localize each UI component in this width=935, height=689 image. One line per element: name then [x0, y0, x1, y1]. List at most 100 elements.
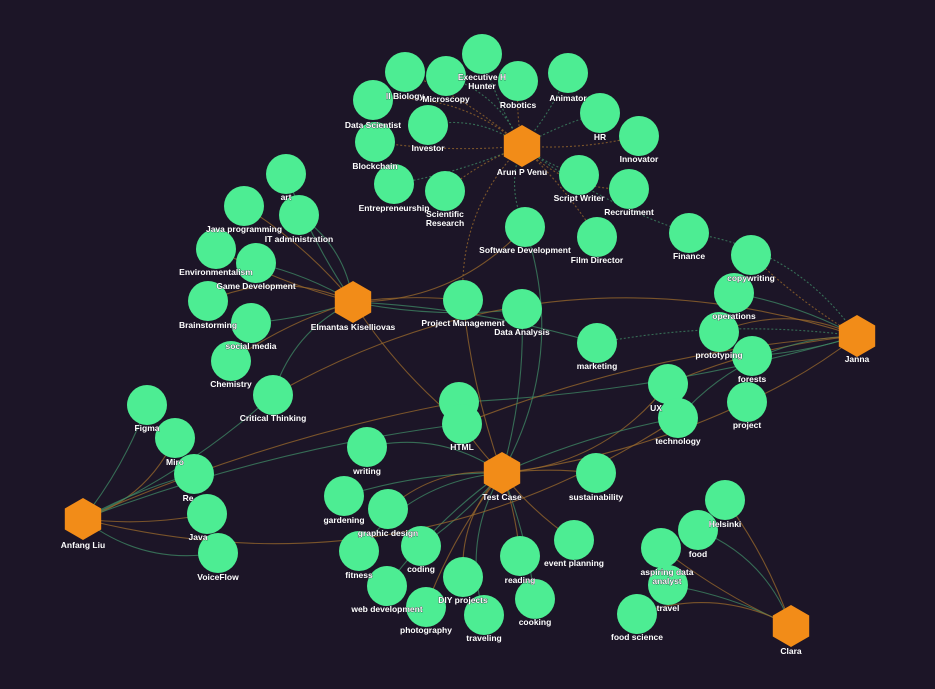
skill-label: marketing: [577, 361, 618, 371]
skill-label: web development: [350, 604, 422, 614]
skill-node-graphic[interactable]: [368, 489, 408, 529]
link-edge: [501, 417, 679, 474]
skill-label: Script Writer: [554, 193, 606, 203]
skill-node-entrepreneurship[interactable]: [374, 164, 414, 204]
skill-label: traveling: [466, 633, 501, 643]
skill-node-java[interactable]: [187, 494, 227, 534]
skill-node-marketing[interactable]: [577, 323, 617, 363]
skill-label: graphic design: [358, 528, 418, 538]
skill-node-chemistry[interactable]: [211, 341, 251, 381]
skill-label: event planning: [544, 558, 604, 568]
skill-node-animator[interactable]: [548, 53, 588, 93]
skill-node-eventplan[interactable]: [554, 520, 594, 560]
skill-label: reading: [505, 575, 536, 585]
skill-node-datasci[interactable]: [353, 80, 393, 120]
skill-node-executive[interactable]: [462, 34, 502, 74]
skill-label: coding: [407, 564, 435, 574]
person-node-clara[interactable]: [772, 605, 810, 647]
person-label: Anfang Liu: [61, 540, 105, 550]
skill-label: DIY projects: [438, 595, 488, 605]
person-node-anfang[interactable]: [64, 498, 102, 540]
skill-node-investor[interactable]: [408, 105, 448, 145]
skill-label: social media: [225, 341, 276, 351]
skill-node-ux[interactable]: [648, 364, 688, 404]
skill-node-scriptwriter[interactable]: [559, 155, 599, 195]
skill-label: aspiring data: [641, 567, 694, 577]
skill-node-food[interactable]: [678, 510, 718, 550]
skill-label: IT administration: [265, 234, 333, 244]
skill-node-finance[interactable]: [669, 213, 709, 253]
skill-label: Re: [183, 493, 194, 503]
skill-label: Innovator: [620, 154, 659, 164]
skill-label: Research: [426, 218, 464, 228]
person-node-testcase[interactable]: [483, 452, 521, 494]
skill-label: Chemistry: [210, 379, 252, 389]
skill-node-forests[interactable]: [732, 336, 772, 376]
skill-node-art[interactable]: [266, 154, 306, 194]
skill-node-microscopy[interactable]: [426, 56, 466, 96]
skill-node-fitness[interactable]: [339, 531, 379, 571]
skill-node-aspiring[interactable]: [641, 528, 681, 568]
skill-node-traveling[interactable]: [464, 595, 504, 635]
skill-node-miro[interactable]: [155, 418, 195, 458]
link-edge: [516, 80, 523, 147]
skill-node-gardening[interactable]: [324, 476, 364, 516]
skill-label: technology: [655, 436, 701, 446]
skill-label: Java: [189, 532, 208, 542]
skill-node-helsinki[interactable]: [705, 480, 745, 520]
skill-node-blockchain[interactable]: [355, 122, 395, 162]
skill-node-robotics[interactable]: [498, 61, 538, 101]
skill-label: gardening: [323, 515, 364, 525]
skill-label: Animator: [549, 93, 587, 103]
skill-node-html[interactable]: [442, 404, 482, 444]
person-node-janna[interactable]: [838, 315, 876, 357]
skill-label: Project Management: [421, 318, 504, 328]
skill-label: Executive H: [458, 72, 506, 82]
skill-node-socialmedia[interactable]: [231, 303, 271, 343]
skill-node-cooking[interactable]: [515, 579, 555, 619]
person-node-elmantas[interactable]: [334, 281, 372, 323]
skill-label: Software Development: [479, 245, 571, 255]
skill-node-photography[interactable]: [406, 587, 446, 627]
skill-node-webdev[interactable]: [367, 566, 407, 606]
skill-node-critical[interactable]: [253, 375, 293, 415]
skill-node-gamedev[interactable]: [236, 243, 276, 283]
skill-node-prototyping[interactable]: [699, 312, 739, 352]
skill-node-dataanalysis[interactable]: [502, 289, 542, 329]
skill-node-travel[interactable]: [648, 565, 688, 605]
skill-label: Critical Thinking: [240, 413, 307, 423]
link-edge: [366, 441, 503, 474]
skill-node-projmgmt[interactable]: [443, 280, 483, 320]
skill-node-hr[interactable]: [580, 93, 620, 133]
skill-label: Robotics: [500, 100, 537, 110]
skill-node-itadmin[interactable]: [279, 195, 319, 235]
skill-node-environ[interactable]: [196, 229, 236, 269]
skill-node-scires[interactable]: [425, 171, 465, 211]
skill-node-foodsci[interactable]: [617, 594, 657, 634]
skill-label: VoiceFlow: [197, 572, 239, 582]
skill-node-diy[interactable]: [443, 557, 483, 597]
skill-node-sustain[interactable]: [576, 453, 616, 493]
skill-node-project[interactable]: [727, 382, 767, 422]
skill-node-cellbio[interactable]: [385, 52, 425, 92]
skill-node-javaprog[interactable]: [224, 186, 264, 226]
skill-node-coding[interactable]: [401, 526, 441, 566]
skill-node-softdev[interactable]: [505, 207, 545, 247]
person-node-arun[interactable]: [503, 125, 541, 167]
skill-label: Entrepreneurship: [359, 203, 430, 213]
skill-node-voiceflow[interactable]: [198, 533, 238, 573]
skill-node-operations[interactable]: [714, 273, 754, 313]
skill-label: Scientific: [426, 209, 464, 219]
skill-node-innovator[interactable]: [619, 116, 659, 156]
skill-node-copywriting[interactable]: [731, 235, 771, 275]
link-edge: [697, 529, 792, 627]
skill-node-figma[interactable]: [127, 385, 167, 425]
skill-node-writing[interactable]: [347, 427, 387, 467]
skill-node-filmdir[interactable]: [577, 217, 617, 257]
skill-node-brainstorm[interactable]: [188, 281, 228, 321]
skill-node-technology[interactable]: [658, 398, 698, 438]
skill-node-react[interactable]: [174, 454, 214, 494]
skill-label: Helsinki: [709, 519, 742, 529]
skill-node-reading[interactable]: [500, 536, 540, 576]
skill-node-recruitment[interactable]: [609, 169, 649, 209]
